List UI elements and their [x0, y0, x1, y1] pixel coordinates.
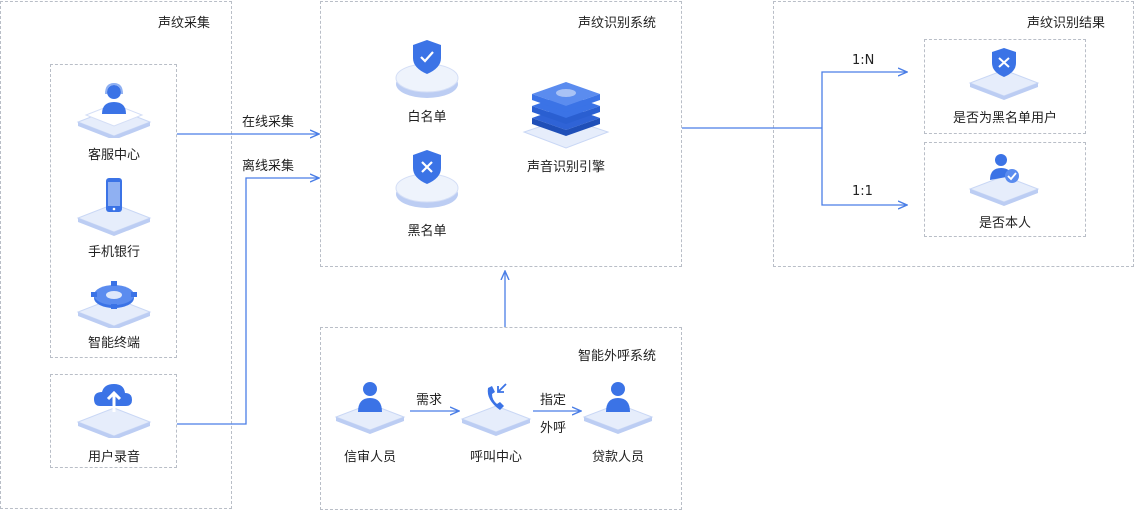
voice-engine-icon — [522, 82, 610, 149]
mobile-phone-icon — [76, 178, 152, 236]
gear-icon — [76, 281, 152, 328]
is-blacklist-user-label: 是否为黑名单用户 — [952, 111, 1057, 126]
user-verified-icon — [968, 154, 1040, 206]
designated-label-2: 外呼 — [540, 421, 567, 436]
result-blacklist-box — [924, 39, 1086, 134]
blacklist-user-icon — [968, 48, 1040, 100]
loan-staff-label: 贷款人员 — [591, 450, 644, 465]
is-self-label: 是否本人 — [978, 216, 1031, 231]
call-center-label: 呼叫中心 — [469, 450, 522, 465]
result-11-arrow — [821, 128, 906, 205]
result-self-box — [924, 142, 1086, 237]
online-label: 在线采集 — [242, 115, 295, 130]
collection-panel — [0, 1, 232, 509]
offline-arrow — [177, 178, 318, 425]
mode-1n-label: 1:N — [852, 53, 875, 68]
mode-11-label: 1:1 — [852, 184, 873, 199]
engine-label: 声音识别引擎 — [526, 160, 605, 175]
demand-label: 需求 — [416, 393, 443, 408]
designated-label-1: 指定 — [540, 393, 567, 408]
user-recording-label: 用户录音 — [87, 450, 140, 465]
collection-title: 声纹采集 — [158, 16, 211, 31]
whitelist-label: 白名单 — [407, 110, 447, 125]
cloud-upload-icon — [76, 384, 152, 438]
result-title: 声纹识别结果 — [1027, 16, 1106, 31]
collection-group-top — [50, 64, 177, 358]
offline-label: 离线采集 — [242, 159, 295, 174]
credit-staff-icon — [334, 382, 406, 434]
recognition-panel — [320, 1, 682, 267]
phone-incoming-icon — [460, 383, 532, 436]
mobile-bank-label: 手机银行 — [87, 245, 140, 260]
shield-check-icon — [395, 40, 459, 98]
collection-group-bottom — [50, 374, 177, 468]
shield-cross-icon — [395, 150, 459, 208]
blacklist-label: 黑名单 — [407, 224, 447, 239]
smart-terminal-label: 智能终端 — [87, 336, 140, 351]
credit-staff-label: 信审人员 — [343, 450, 396, 465]
customer-service-icon — [76, 82, 152, 138]
customer-service-label: 客服中心 — [87, 148, 140, 163]
outbound-title: 智能外呼系统 — [578, 349, 657, 364]
result-1n-arrow — [821, 72, 906, 128]
recognition-title: 声纹识别系统 — [578, 16, 657, 31]
loan-staff-icon — [582, 382, 654, 434]
